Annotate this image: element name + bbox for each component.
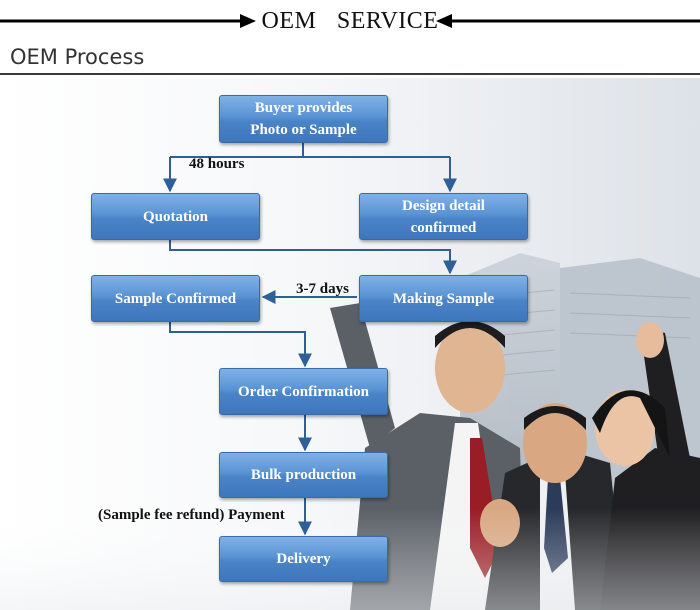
node-order-confirmation-label: Order Confirmation (238, 383, 369, 400)
node-buyer-provides: Buyer provides Photo or Sample (219, 95, 388, 143)
banner-title: OEM SERVICE (261, 8, 439, 34)
node-design-detail-label: Design detail confirmed (402, 197, 485, 236)
node-making-sample: Making Sample (359, 275, 528, 322)
section-title: OEM Process (10, 45, 145, 69)
right-pointing-arrowhead-icon (240, 14, 256, 28)
left-pointing-arrowhead-icon (436, 14, 452, 28)
header-banner: OEM SERVICE (0, 0, 700, 44)
arrow-to-making-sample (169, 240, 457, 275)
background-photo (0, 78, 700, 610)
node-delivery: Delivery (219, 536, 388, 582)
node-sample-confirmed-label: Sample Confirmed (114, 290, 237, 307)
node-sample-confirmed: Sample Confirmed (91, 275, 260, 322)
node-making-sample-label: Making Sample (392, 290, 495, 307)
label-3-7-days: 3-7 days (296, 281, 349, 297)
node-quotation: Quotation (91, 193, 260, 240)
node-delivery-label: Delivery (276, 551, 331, 567)
node-buyer-provides-label: Buyer provides Photo or Sample (250, 100, 357, 138)
banner-arrows (0, 14, 700, 28)
label-48-hours: 48 hours (189, 156, 245, 172)
node-bulk-production-label: Bulk production (250, 467, 357, 483)
node-quotation-label: Quotation (142, 208, 208, 225)
node-design-detail: Design detail confirmed (359, 193, 528, 240)
node-bulk-production: Bulk production (219, 452, 388, 498)
node-order-confirmation: Order Confirmation (219, 368, 388, 415)
arrow-to-order-confirmation (169, 322, 312, 368)
label-payment-note: (Sample fee refund) Payment (98, 507, 285, 523)
section-divider (0, 73, 700, 75)
